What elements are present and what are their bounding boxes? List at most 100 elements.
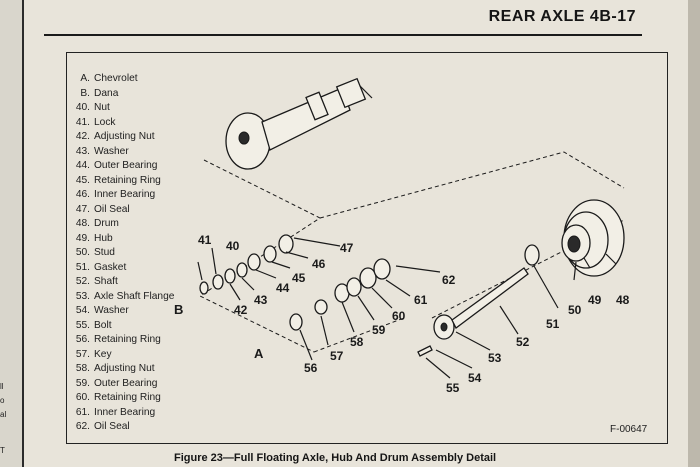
legend-label: Dana — [94, 87, 119, 99]
legend-label: Drum — [94, 218, 119, 229]
callout-51: 51 — [546, 317, 560, 331]
callout-50: 50 — [568, 303, 582, 317]
legend-label: Lock — [94, 116, 116, 128]
legend-label: Washer — [94, 145, 129, 157]
assembly-guide-line — [431, 219, 625, 319]
callout-46: 46 — [312, 257, 326, 271]
legend-key: 52. — [75, 276, 90, 287]
legend-label: Nut — [94, 102, 110, 113]
legend-key: 50. — [75, 247, 90, 258]
left-page-edge: ll o al T — [0, 0, 25, 467]
legend-item: 45. Retaining Ring — [68, 174, 174, 189]
legend-key: 62. — [75, 421, 90, 432]
legend-key: 40. — [75, 102, 90, 113]
legend-key: 58. — [75, 363, 90, 374]
legend-key: 51. — [75, 261, 90, 273]
legend-key: 44. — [75, 160, 90, 171]
legend-label: Retaining Ring — [94, 174, 161, 186]
legend-label: Retaining Ring — [94, 334, 161, 345]
legend-item: 60. Retaining Ring — [68, 391, 174, 406]
legend-key: 41. — [75, 116, 90, 128]
callout-60: 60 — [392, 309, 406, 323]
legend-key: 45. — [75, 174, 90, 186]
legend-key: B. — [80, 87, 90, 99]
legend-key: 57. — [75, 348, 90, 360]
legend-label: Hub — [94, 232, 113, 244]
leader-lines — [197, 237, 617, 379]
dana-hub-parts — [199, 234, 294, 295]
legend-key: 48. — [75, 218, 90, 229]
callout-58: 58 — [350, 335, 364, 349]
legend-key: 59. — [75, 377, 90, 389]
callout-48: 48 — [616, 293, 630, 307]
legend-key: 47. — [75, 203, 90, 215]
legend-item: 46.Inner Bearing — [68, 188, 174, 203]
legend-item: 47. Oil Seal — [68, 203, 174, 218]
callout-44: 44 — [276, 281, 290, 295]
hub-drum-assembly — [524, 199, 625, 277]
legend-item: 40. Nut — [68, 101, 174, 116]
legend-label: Key — [94, 348, 112, 360]
legend-item: 54.Washer — [68, 304, 174, 319]
legend-item: 42.Adjusting Nut — [68, 130, 174, 145]
legend-label: Retaining Ring — [94, 392, 161, 403]
legend-label: Outer Bearing — [94, 377, 158, 389]
legend-item: 51. Gasket — [68, 261, 174, 276]
left-page-fragment: o — [0, 396, 5, 405]
legend-key: 53. — [75, 290, 90, 302]
legend-key: 46. — [75, 189, 90, 200]
callout-53: 53 — [488, 351, 502, 365]
legend-key: A. — [80, 73, 90, 84]
callout-54: 54 — [468, 371, 482, 385]
callout-42: 42 — [234, 303, 248, 317]
exploded-diagram: 40 41 42 43 44 45 46 47 48 49 50 51 52 5… — [174, 77, 630, 395]
legend-item: 56. Retaining Ring — [68, 333, 174, 348]
legend-item: 57. Key — [68, 348, 174, 363]
figure-caption: Figure 23—Full Floating Axle, Hub And Dr… — [174, 452, 497, 464]
legend-key: 42. — [75, 131, 90, 142]
legend-label: Stud — [94, 247, 115, 258]
legend-label: Inner Bearing — [94, 406, 156, 418]
callout-57: 57 — [330, 349, 344, 363]
callout-47: 47 — [340, 241, 354, 255]
legend-key: 43. — [75, 145, 90, 157]
legend-label: Shaft — [94, 276, 118, 287]
axle-housing — [225, 77, 373, 170]
legend-key: 60. — [75, 392, 90, 403]
legend-item: 55.Bolt — [68, 319, 174, 334]
legend-item: 48. Drum — [68, 217, 174, 232]
callout-40: 40 — [226, 239, 240, 253]
legend-label: Oil Seal — [94, 421, 130, 432]
legend-item: 53. Axle Shaft Flange — [68, 290, 175, 305]
callout-45: 45 — [292, 271, 306, 285]
legend-item: 62. Oil Seal — [68, 420, 174, 435]
callout-55: 55 — [446, 381, 460, 395]
legend-key: 56. — [75, 334, 90, 345]
chevrolet-hub-parts — [289, 258, 391, 331]
legend-label: Adjusting Nut — [94, 363, 155, 374]
legend-label: Washer — [94, 305, 129, 316]
legend-item: 52. Shaft — [68, 275, 174, 290]
callout-59: 59 — [372, 323, 386, 337]
figure-id: F-00647 — [610, 424, 648, 435]
callout-49: 49 — [588, 293, 602, 307]
legend-key: 49. — [75, 232, 90, 244]
flange-bolt — [417, 345, 433, 357]
legend-label: Chevrolet — [94, 73, 138, 84]
callout-52: 52 — [516, 335, 530, 349]
figure-frame — [66, 52, 668, 444]
callout-a: A — [254, 346, 264, 361]
left-page-fragment: ll — [0, 382, 4, 391]
legend-label: Gasket — [94, 261, 127, 273]
callout-41: 41 — [198, 233, 212, 247]
legend-label: Outer Bearing — [94, 160, 158, 171]
left-page-fragment: al — [0, 410, 7, 419]
legend-label: Oil Seal — [94, 203, 130, 215]
page-header: REAR AXLE 4B-17 — [488, 8, 636, 25]
legend-item: A. Chevrolet — [68, 72, 174, 87]
legend-item: 41. Lock — [68, 116, 174, 131]
legend-label: Axle Shaft Flange — [94, 290, 175, 302]
assembly-guide-line — [319, 151, 625, 219]
